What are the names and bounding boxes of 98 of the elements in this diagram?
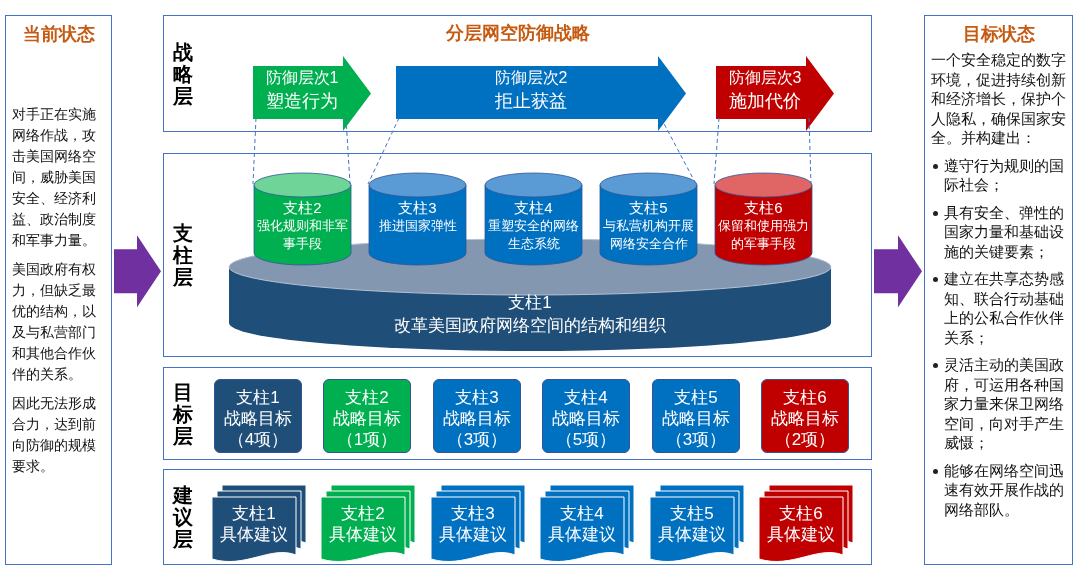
pillar-text: 与私营机构开展网络安全合作 <box>603 217 694 253</box>
goal-text: 战略目标 <box>442 408 512 430</box>
arrow-text: 施加代价 <box>728 90 802 113</box>
goal-text: 战略目标 <box>770 408 840 430</box>
layer-band <box>163 367 872 460</box>
goal-text: （1项） <box>335 429 399 451</box>
document-stack <box>212 485 306 563</box>
base-text: 改革美国政府网络空间的结构和组织 <box>393 315 667 337</box>
panel-text: 美国政府有权力，但缺乏最优的结构，以及与私营部门和其他合作伙伴的关系。 <box>12 261 97 384</box>
document-text: 具体建议 <box>657 524 727 546</box>
document-text: 具体建议 <box>438 524 508 546</box>
goal-box <box>433 379 521 453</box>
panel-text: 建立在共享态势感知、联合行动基础上的公私合作伙伴关系； <box>944 269 1065 347</box>
document-text: 支柱5 <box>669 503 715 525</box>
panel-title: 当前状态 <box>21 23 96 46</box>
pillar-text: 重塑安全的网络生态系统 <box>488 217 579 253</box>
panel-text: 因此无法形成合力，达到前向防御的规模要求。 <box>12 395 97 476</box>
document-stack <box>650 485 744 563</box>
document-text: 支柱1 <box>231 503 277 525</box>
arrow-text: 防御层次2 <box>493 68 569 88</box>
layer-band <box>163 469 872 565</box>
leader-line <box>660 117 697 185</box>
pillar-text: 强化规则和非军事手段 <box>257 217 348 253</box>
pillar-cylinder <box>485 173 582 265</box>
layer-label: 支柱层 <box>173 222 193 288</box>
panel-text: 对手正在实施网络作战，攻击美国网络空间，威胁美国安全、经济利益、政治制度和军事力量。 <box>12 106 97 250</box>
leader-line <box>252 117 257 185</box>
strategy-title: 分层网空防御战略 <box>444 22 591 45</box>
panel-title: 目标状态 <box>961 23 1036 46</box>
document-text: 支柱2 <box>340 503 386 525</box>
panel-text: 一个安全稳定的数字环境，促进持续创新和经济增长，保护个人隐私，确保国家安全。并构建出： <box>931 50 1066 148</box>
layer-label: 建议层 <box>173 484 193 550</box>
goal-text: 支柱2 <box>344 387 390 409</box>
goal-box <box>761 379 849 453</box>
document-text: 支柱6 <box>778 503 824 525</box>
document-stack <box>431 485 525 563</box>
document-stack <box>321 485 415 563</box>
flow-arrow <box>114 235 161 308</box>
panel-text: 遵守行为规则的国际社会； <box>944 155 1065 195</box>
arrow-text: 拒止获益 <box>494 90 568 113</box>
pillar-cylinder <box>715 173 812 265</box>
layer-banner <box>396 56 686 131</box>
document-text: 具体建议 <box>547 524 617 546</box>
document-text: 具体建议 <box>766 524 836 546</box>
pillar-text: 支柱3 <box>397 199 438 217</box>
goal-text: 战略目标 <box>332 408 402 430</box>
pillar-cylinder <box>369 173 466 265</box>
goal-box <box>652 379 740 453</box>
document-stack <box>540 485 634 563</box>
pillar-text: 支柱2 <box>282 199 323 217</box>
goal-box <box>214 379 302 453</box>
pillar-text: 支柱4 <box>513 199 554 217</box>
layer-banner <box>253 56 371 131</box>
goal-text: 战略目标 <box>551 408 621 430</box>
arrow-text: 防御层次3 <box>727 68 803 88</box>
goal-box <box>542 379 630 453</box>
pillar-cylinder <box>600 173 697 265</box>
flow-arrow <box>874 235 922 308</box>
goal-text: 支柱6 <box>782 387 828 409</box>
panel-text: 能够在网络空间迅速有效开展作战的网络部队。 <box>944 460 1065 519</box>
document-text: 具体建议 <box>328 524 398 546</box>
pillar-cylinder <box>254 173 351 265</box>
layer-band <box>163 153 872 357</box>
document-text: 支柱4 <box>559 503 605 525</box>
arrow-text: 防御层次1 <box>264 68 340 88</box>
layer-label: 战略层 <box>173 40 193 107</box>
layer-label: 目标层 <box>173 380 193 447</box>
layer-banner <box>716 56 834 131</box>
document-stack <box>759 485 853 563</box>
goal-text: 战略目标 <box>661 408 731 430</box>
pillar-text: 支柱5 <box>628 199 669 217</box>
leader-line <box>808 117 812 185</box>
leader-line <box>713 117 720 185</box>
document-text: 支柱3 <box>450 503 496 525</box>
goal-text: 支柱5 <box>673 387 719 409</box>
state-panel <box>924 15 1073 565</box>
leader-line <box>345 117 351 185</box>
goal-text: 战略目标 <box>223 408 293 430</box>
goal-text: （3项） <box>445 429 509 451</box>
goal-text: （5项） <box>554 429 618 451</box>
pillar-text: 支柱6 <box>743 199 784 217</box>
goal-text: 支柱1 <box>235 387 281 409</box>
base-text: 支柱1 <box>507 292 553 314</box>
pillar-text: 保留和使用强力的军事手段 <box>718 217 809 253</box>
goal-text: （4项） <box>226 429 290 451</box>
state-panel <box>5 15 112 565</box>
goal-text: 支柱3 <box>454 387 500 409</box>
goal-text: 支柱4 <box>563 387 609 409</box>
panel-text: 具有安全、弹性的国家力量和基础设施的关键要素； <box>944 202 1065 261</box>
pillar-text: 推进国家弹性 <box>377 217 458 235</box>
goal-text: （2项） <box>773 429 837 451</box>
leader-line <box>367 117 400 185</box>
goal-box <box>323 379 411 453</box>
layer-band <box>163 15 872 132</box>
panel-text: 灵活主动的美国政府，可运用各种国家力量来保卫网络空间，向对手产生威慑； <box>944 355 1065 453</box>
arrow-text: 塑造行为 <box>265 90 339 113</box>
goal-text: （3项） <box>664 429 728 451</box>
document-text: 具体建议 <box>219 524 289 546</box>
